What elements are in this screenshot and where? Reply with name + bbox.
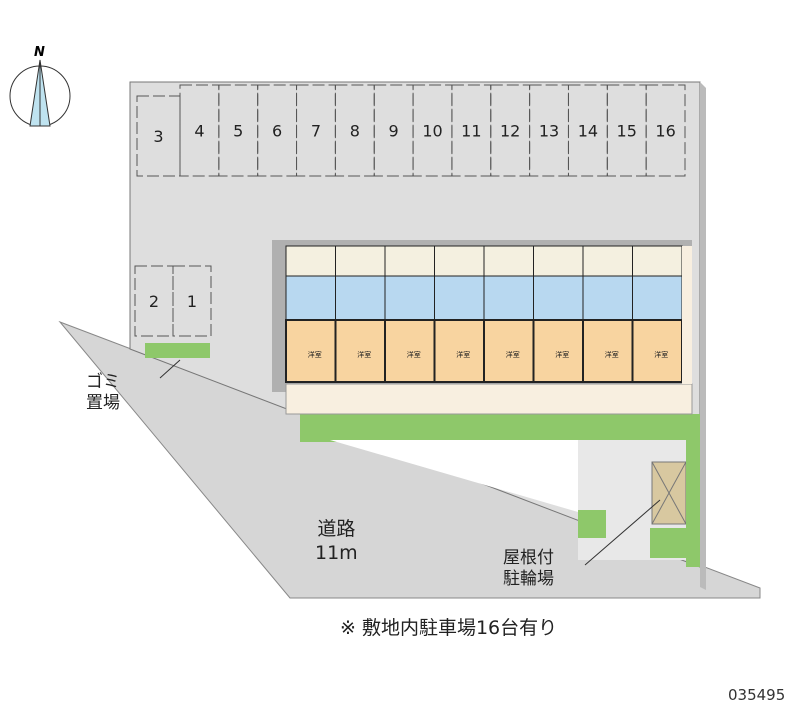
room-label: 洋室 (357, 350, 371, 359)
green-patch (578, 510, 606, 538)
compass-icon: N (9, 45, 71, 127)
bike-label-line: 屋根付 (503, 548, 554, 568)
bike-label-line: 駐輪場 (503, 569, 554, 589)
white-area (330, 440, 578, 512)
parking-space: 16 (645, 84, 686, 177)
parking-space-number: 9 (389, 122, 399, 141)
apartment-unit: 洋室 (483, 245, 535, 383)
apartment-unit: 洋室 (334, 245, 386, 383)
parking-space-number: 10 (422, 122, 442, 141)
parking-note: ※ 敷地内駐車場16台有り (340, 617, 558, 639)
parking-space-number: 15 (617, 122, 637, 141)
apartment-unit: 洋室 (433, 245, 485, 383)
parking-space-number: 5 (233, 122, 243, 141)
apartment-unit: 洋室 (582, 245, 634, 383)
apartment-unit: 洋室 (285, 245, 337, 383)
road-label-line: 11m (315, 542, 358, 564)
apartment-unit: 洋室 (384, 245, 436, 383)
parking-space-number: 14 (578, 122, 598, 141)
room-label: 洋室 (407, 350, 421, 359)
parking-space-number: 2 (149, 292, 159, 311)
room-label: 洋室 (605, 350, 619, 359)
garbage-label-line: 置場 (86, 393, 120, 413)
green-patch (650, 528, 686, 558)
room-label: 洋室 (555, 350, 569, 359)
room-label: 洋室 (654, 350, 668, 359)
north-label: N (34, 45, 45, 60)
property-code: 035495 (728, 686, 786, 704)
lot-shadow (700, 82, 706, 590)
road-label-line: 道路 (317, 518, 356, 540)
parking-space-number: 11 (461, 122, 481, 141)
leader-line (584, 499, 661, 566)
parking-space-number: 3 (153, 127, 163, 146)
apartment-building: 洋室 洋室 洋室 洋室 洋室 洋室 洋室 洋室 (272, 240, 693, 415)
green-patch (145, 343, 210, 358)
garbage-label-line: ゴミ (86, 372, 120, 392)
parking-space-number: 4 (194, 122, 204, 141)
parking-space-number: 12 (500, 122, 520, 141)
apartment-unit: 洋室 (532, 245, 584, 383)
garbage-label: ゴミ置場 (86, 372, 120, 414)
parking-space-number: 8 (350, 122, 360, 141)
parking-spaces: 3 4 5 6 7 8 9 10 11 12 13 14 15 16 2 1 (134, 84, 686, 337)
leader-line (159, 359, 181, 379)
bike-parking-label: 屋根付駐輪場 (503, 548, 554, 590)
parking-space: 1 (172, 265, 212, 337)
green-patch (686, 440, 700, 567)
apartment-unit: 洋室 (631, 245, 683, 383)
parking-space-number: 13 (539, 122, 559, 141)
parking-space-number: 16 (655, 122, 675, 141)
room-label: 洋室 (308, 350, 322, 359)
parking-space-number: 6 (272, 122, 282, 141)
room-label: 洋室 (456, 350, 470, 359)
green-strip (300, 414, 700, 442)
room-label: 洋室 (506, 350, 520, 359)
parking-space-number: 1 (187, 292, 197, 311)
parking-space-number: 7 (311, 122, 321, 141)
